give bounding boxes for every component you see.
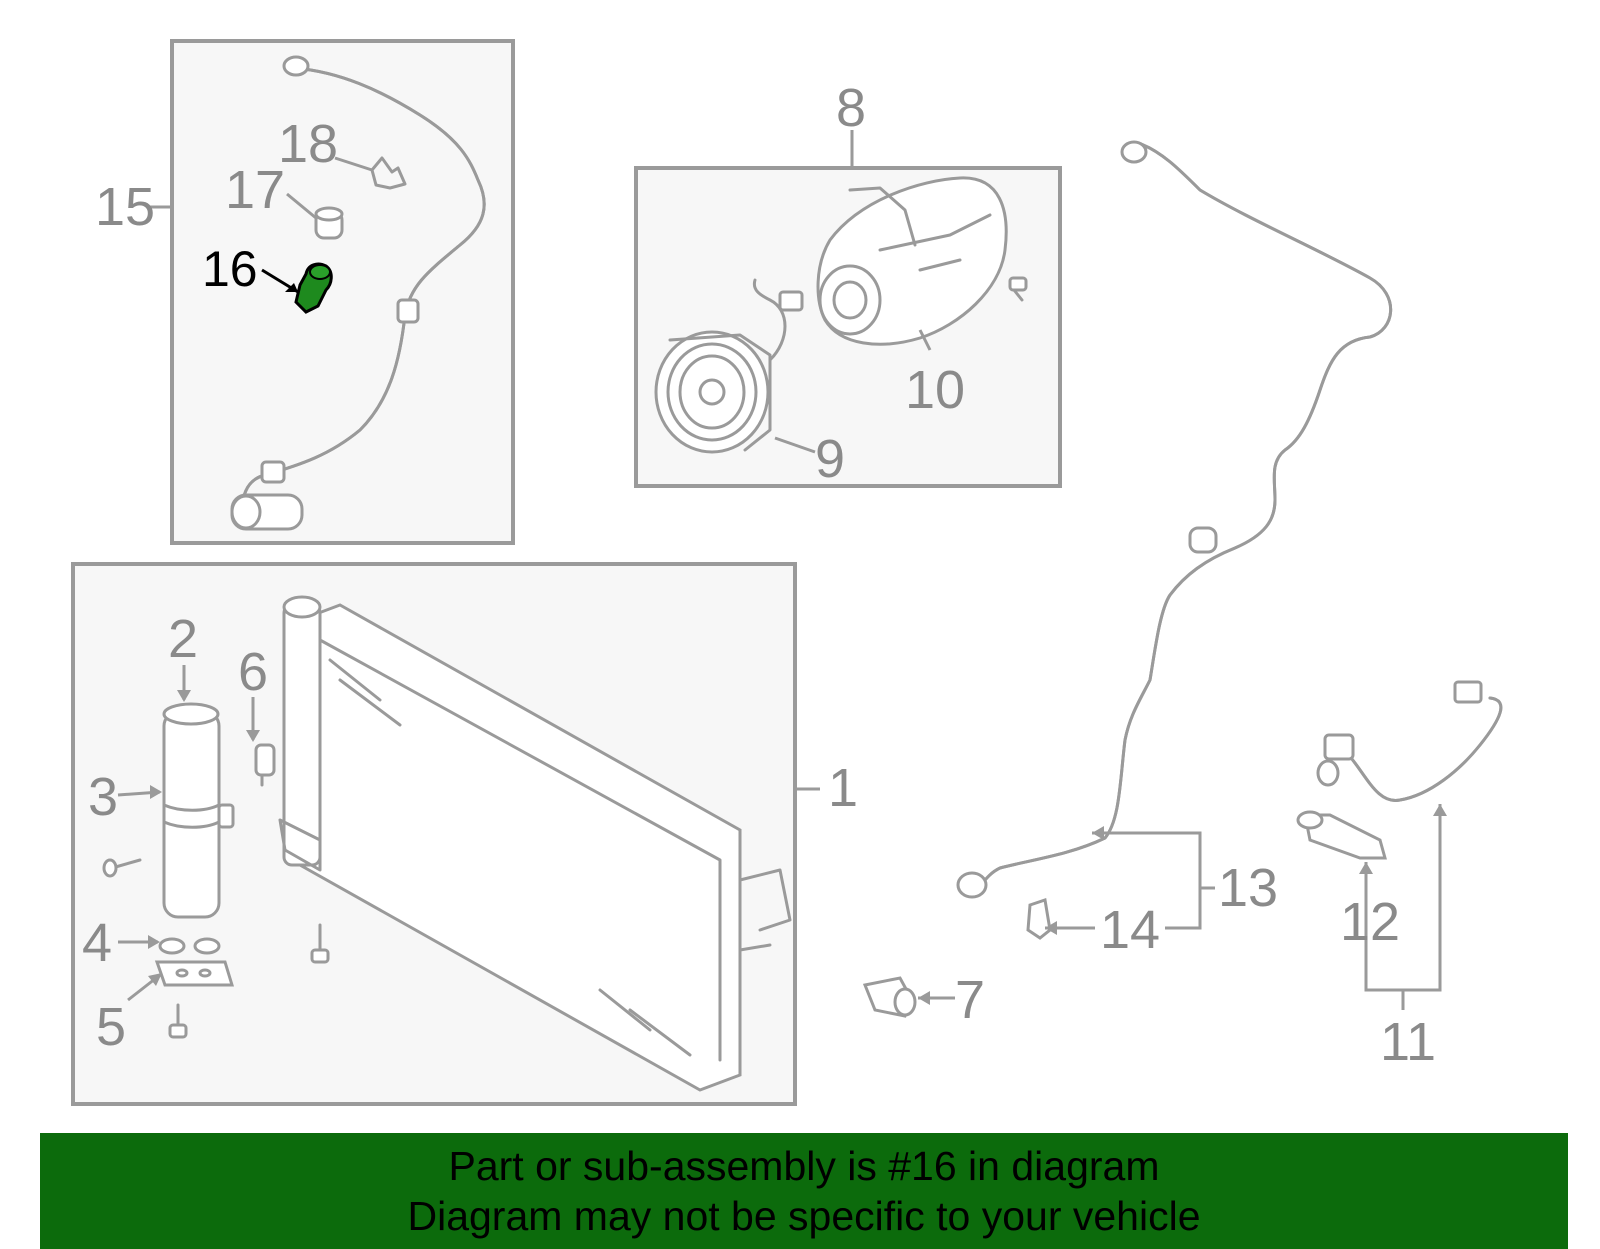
part-14-clip[interactable] [1026,898,1052,940]
callout-7: 7 [955,970,985,1030]
part-18-clip[interactable] [370,156,407,190]
callout-5: 5 [96,997,126,1057]
hose-assembly-box: 15 18 17 16 [95,39,515,545]
callout-6: 6 [238,642,268,702]
callout-3: 3 [88,767,118,827]
callout-13: 13 [1218,858,1278,918]
callout-18: 18 [278,114,338,174]
callout-4: 4 [82,913,112,973]
banner-line-1: Part or sub-assembly is #16 in diagram [448,1143,1160,1189]
callout-15: 15 [95,177,155,237]
callout-14: 14 [1100,900,1160,960]
callout-8: 8 [836,78,866,138]
callout-12: 12 [1340,892,1400,952]
callout-16: 16 [202,241,258,297]
part-13-pipe[interactable] [956,140,1393,899]
part-7-sensor[interactable] [862,976,917,1018]
compressor-box: 8 10 9 [634,78,1062,489]
part-10-compressor[interactable] [816,176,1008,346]
callout-11: 11 [1380,1012,1436,1072]
part-4-o-rings[interactable] [158,937,221,955]
part-3-receiver-drier[interactable] [162,702,235,919]
part-9-clutch-pulley[interactable] [654,330,772,454]
part-5-bracket[interactable] [154,960,235,987]
part-17-cap[interactable] [314,206,344,240]
callout-17: 17 [225,160,285,220]
part-1-condenser[interactable] [278,595,792,1092]
part-11-hose[interactable] [1316,680,1503,802]
part-6-pressure-switch[interactable] [254,743,276,787]
banner-line-2: Diagram may not be specific to your vehi… [407,1193,1201,1239]
part-16-valve[interactable] [294,262,333,314]
callout-1: 1 [828,758,858,818]
callout-2: 2 [168,609,198,669]
condenser-box: 1 [71,562,858,1106]
part-12-bracket[interactable] [1296,810,1387,860]
info-banner: Part or sub-assembly is #16 in diagram D… [40,1133,1568,1249]
callout-10: 10 [905,360,965,420]
callout-9: 9 [815,429,845,489]
